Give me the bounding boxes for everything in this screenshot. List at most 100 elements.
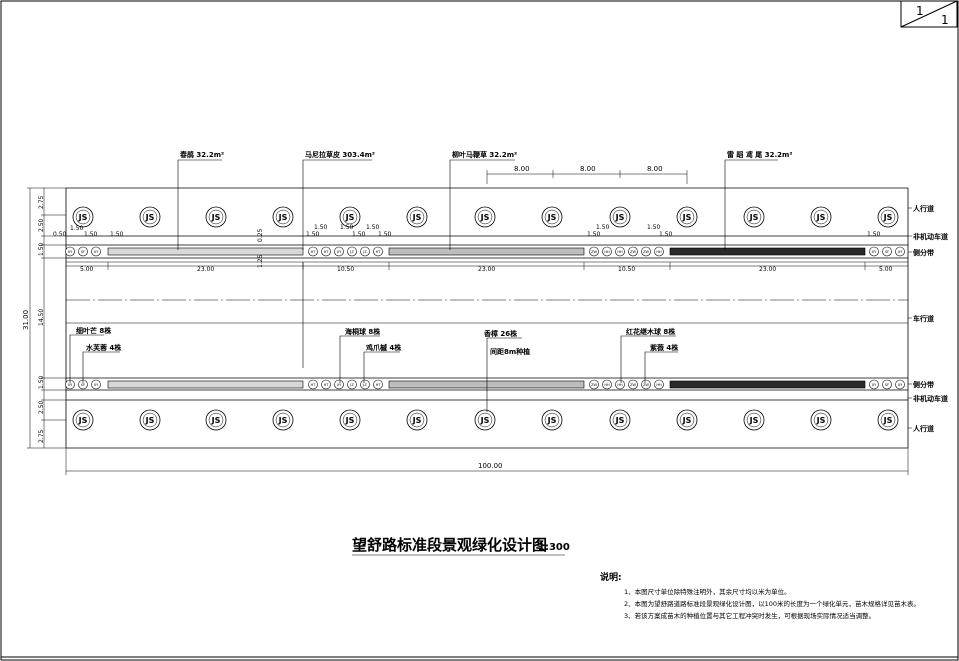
street-tree-icon: JS	[609, 409, 631, 431]
shrub-code: ZW	[591, 250, 597, 254]
callout-pittosporum: 海桐球 8株	[345, 327, 381, 336]
dim-small-e: 1.50	[306, 231, 320, 238]
shrub-code: HT	[376, 250, 382, 254]
shrub-code: SF	[81, 383, 85, 387]
sheet-total: 1	[941, 13, 949, 27]
note-2: 2、本图为望舒路道路标准段景观绿化设计图，以100米的长度为一个绿化单元，苗木规…	[624, 599, 920, 608]
street-tree-code: JS	[412, 416, 422, 425]
street-tree-code: JS	[682, 213, 692, 222]
callout-iris: 雷 蹈 鸢 尾 32.2m²	[727, 150, 792, 159]
dim-small-a: 1.50	[70, 225, 84, 232]
street-tree-code: JS	[211, 213, 221, 222]
seg-dim-2: 23.00	[197, 266, 214, 273]
shrub-icon: ZW	[641, 246, 651, 257]
dim-top-1: 2.75	[38, 195, 45, 209]
callout-chunjuan: 春鹃 32.2m²	[179, 150, 224, 159]
seg-dim-3: 10.50	[337, 266, 354, 273]
shrub-icon: ZW	[589, 246, 599, 257]
label-nonmotor-top: 非机动车道	[913, 232, 948, 241]
dim-small-i: 1.50	[378, 231, 392, 238]
callout-maple: 鸡爪槭 4株	[365, 343, 402, 352]
shrub-icon: HT	[308, 246, 318, 257]
label-sidewalk-top: 人行道	[913, 204, 934, 213]
shrub-icon: XY	[334, 379, 344, 390]
shrub-code: XY	[68, 383, 73, 387]
street-tree-icon: JS	[474, 409, 496, 431]
small-dims-top: 0.50 1.50 1.50 1.50 1.50 1.50 1.50 1.50 …	[53, 224, 881, 238]
dim-small-f: 1.50	[340, 224, 354, 231]
callouts-top	[177, 159, 778, 250]
street-tree-code: JS	[345, 213, 355, 222]
street-tree-icon: JS	[609, 206, 631, 228]
total-length: 100.00	[478, 462, 503, 470]
sheet-number: 1	[916, 4, 924, 18]
shrub-icon: ZW	[589, 379, 599, 390]
dim-small-b: 1.50	[84, 231, 98, 238]
street-tree-icon: JS	[474, 206, 496, 228]
shrub-code: XY	[872, 250, 877, 254]
dim-vert-b: 1.25	[257, 254, 264, 268]
spacing-dim-1: 8.00	[514, 165, 530, 173]
shrub-code: ZW	[630, 383, 636, 387]
street-tree-code: JS	[615, 213, 625, 222]
street-tree-code: JS	[211, 416, 221, 425]
shrub-icon: HH	[602, 246, 612, 257]
shrub-code: XY	[337, 250, 342, 254]
street-tree-icon: JS	[406, 409, 428, 431]
street-tree-icon: JS	[139, 409, 161, 431]
street-tree-icon: JS	[743, 206, 765, 228]
street-tree-icon: JS	[139, 206, 161, 228]
shrub-icon: XY	[65, 246, 75, 257]
shrub-code: HH	[604, 383, 610, 387]
shrub-icon: JZ	[360, 379, 370, 390]
shrub-code: SF	[885, 383, 889, 387]
street-tree-code: JS	[816, 213, 826, 222]
left-dimension-chain	[27, 187, 66, 449]
street-tree-icon: JS	[877, 206, 899, 228]
street-tree-icon: JS	[810, 206, 832, 228]
shrub-icon: SF	[882, 246, 892, 257]
street-tree-code: JS	[749, 416, 759, 425]
callouts-bottom	[69, 262, 678, 412]
dim-small-h: 1.50	[366, 224, 380, 231]
shrub-icon: JZ	[347, 379, 357, 390]
total-length-dimension	[65, 448, 909, 475]
street-tree-icon: JS	[743, 409, 765, 431]
shrub-code: HH	[604, 250, 610, 254]
street-tree-code: JS	[345, 416, 355, 425]
shrub-icon: ZW	[628, 379, 638, 390]
street-tree-code: JS	[547, 213, 557, 222]
callout-manila-grass: 马尼拉草皮 303.4m²	[305, 150, 375, 159]
street-tree-code: JS	[682, 416, 692, 425]
shrub-icon: XY	[895, 246, 905, 257]
seg-dim-5: 10.50	[618, 266, 635, 273]
shrub-icon: HT	[321, 246, 331, 257]
dim-small-c: 1.50	[110, 231, 124, 238]
shrub-icon: HT	[373, 379, 383, 390]
shrub-code: HT	[324, 383, 330, 387]
dim-small-j: 1.50	[596, 224, 610, 231]
street-tree-code: JS	[78, 213, 88, 222]
label-sidewalk-bottom: 人行道	[913, 424, 934, 433]
dim-bottom-1: 1.50	[38, 375, 45, 389]
street-tree-icon: JS	[339, 206, 361, 228]
callout-spacing-note: 间距8m种植	[490, 347, 530, 356]
street-tree-icon: JS	[205, 206, 227, 228]
street-tree-code: JS	[278, 416, 288, 425]
street-tree-icon: JS	[339, 409, 361, 431]
street-tree-icon: JS	[676, 409, 698, 431]
dim-total-width: 31.00	[22, 310, 30, 330]
dim-small-l: 1.50	[647, 224, 661, 231]
shrub-icon: XY	[91, 246, 101, 257]
shrub-icon: ZW	[628, 246, 638, 257]
street-tree-icon: JS	[676, 206, 698, 228]
street-tree-icon: JS	[541, 206, 563, 228]
shrub-icon: HH	[602, 379, 612, 390]
shrub-code: XY	[68, 250, 73, 254]
shrub-icon: HT	[321, 379, 331, 390]
shrub-code: XY	[898, 250, 903, 254]
